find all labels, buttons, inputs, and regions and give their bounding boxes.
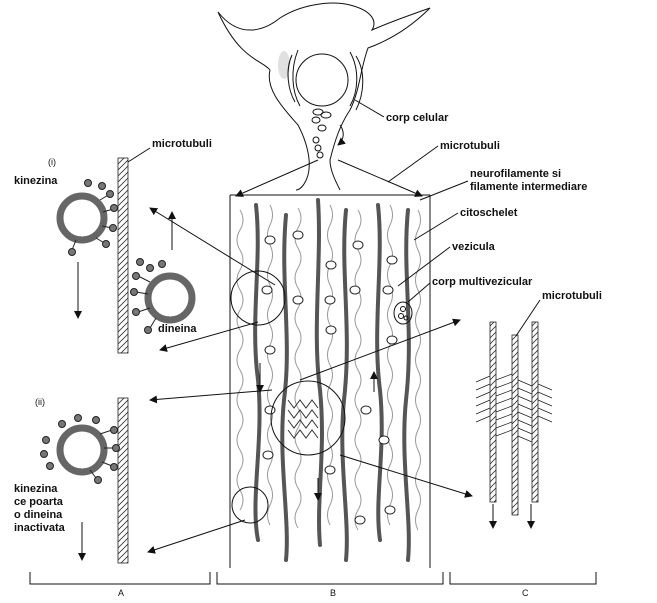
leader-microtubuli-right — [515, 299, 541, 337]
leader-microtubuli-left — [127, 147, 151, 163]
label-neurofilamente-1: neurofilamente si — [470, 168, 561, 180]
leader-corp-celular — [354, 99, 385, 118]
label-vezicula: vezicula — [452, 241, 496, 253]
connector-to-c-bottom — [339, 454, 473, 498]
panel-c-microtubules — [475, 321, 553, 529]
label-panel-ii: (ii) — [35, 397, 45, 407]
label-dineina: dineina — [158, 323, 197, 335]
label-neurofilamente-2: filamente intermediare — [470, 181, 587, 193]
label-kinezina-ce-1: kinezina — [14, 483, 58, 495]
vesicle-dineina — [144, 272, 196, 324]
label-microtubuli-left: microtubuli — [152, 138, 212, 150]
nucleus — [295, 53, 349, 107]
vesicle-cluster — [311, 108, 332, 159]
label-corp-celular: corp celular — [386, 112, 449, 124]
panel-a — [40, 157, 196, 564]
vesicle-kinezina-dineina-inactivata — [56, 424, 108, 476]
axon-section — [229, 159, 431, 568]
cell-body — [217, 2, 431, 191]
connector-to-panel-i-top — [149, 207, 276, 286]
leader-corp-multivezicular — [407, 282, 431, 303]
label-citoschelet: citoschelet — [460, 207, 518, 219]
label-kinezina-ce-3: o dineina — [14, 509, 63, 521]
connector-to-panel-ii-top — [149, 389, 273, 404]
microtubule-a-lower — [117, 397, 129, 564]
leader-vezicula — [397, 246, 451, 287]
zoom-circle-middle — [270, 380, 346, 456]
connector-to-panel-ii-bottom — [147, 519, 246, 554]
label-microtubuli-right: microtubuli — [542, 290, 602, 302]
multivesicular-body — [393, 301, 413, 325]
connector-to-panel-i-bottom — [159, 321, 259, 352]
label-section-b: B — [330, 588, 336, 598]
vesicle-kinezina — [56, 192, 108, 244]
axon-vesicles — [261, 230, 398, 525]
label-microtubuli-top: microtubuli — [440, 140, 500, 152]
label-kinezina: kinezina — [14, 175, 58, 187]
label-section-a: A — [118, 588, 124, 598]
leader-microtubuli-top — [387, 145, 439, 183]
label-panel-i: (i) — [48, 157, 56, 167]
section-brackets — [29, 572, 597, 585]
label-kinezina-ce-4: inactivata — [14, 522, 66, 534]
neurofilaments — [236, 204, 421, 531]
zoom-circle-bottom — [231, 486, 269, 524]
leader-neurofilamente — [419, 180, 469, 201]
connector-to-c-top — [299, 318, 461, 381]
zoom-circle-top — [230, 270, 286, 326]
leader-citoschelet — [413, 212, 459, 241]
label-kinezina-ce-2: ce poarta — [14, 496, 64, 508]
label-corp-multivezicular: corp multivezicular — [432, 276, 533, 288]
microtubule-a-upper — [117, 157, 129, 354]
label-section-c: C — [522, 588, 529, 598]
